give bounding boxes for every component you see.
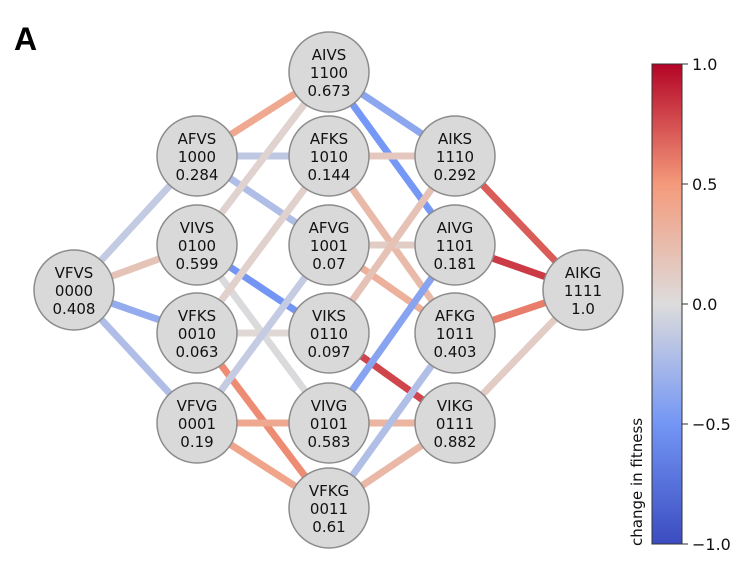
node-fitness-label: 0.583 <box>308 433 351 451</box>
node-circle <box>33 249 115 331</box>
node-layer: AIVS11000.673AFVS10000.284AFKS10100.144A… <box>33 31 624 549</box>
node-code-label: 1001 <box>310 237 348 255</box>
node-circle <box>156 115 238 197</box>
node-circle <box>414 382 496 464</box>
node-name-label: AIKS <box>438 130 472 148</box>
node-circle <box>156 204 238 286</box>
node-circle <box>156 292 238 374</box>
colorbar-tick-label: 0.0 <box>692 295 717 314</box>
node-name-label: VIKG <box>437 397 473 415</box>
colorbar-tick-label: 0.5 <box>692 175 717 194</box>
node-fitness-label: 1.0 <box>571 300 595 318</box>
node-code-label: 0110 <box>310 325 348 343</box>
node-code-label: 1100 <box>310 64 348 82</box>
node-code-label: 0101 <box>310 415 348 433</box>
node-circle <box>156 382 238 464</box>
node-fitness-label: 0.292 <box>434 166 477 184</box>
node-code-label: 1011 <box>436 325 474 343</box>
node-code-label: 1000 <box>178 148 216 166</box>
node-fitness-label: 0.61 <box>312 518 345 536</box>
node-circle <box>288 292 370 374</box>
node-fitness-label: 0.403 <box>434 343 477 361</box>
node-name-label: AFKG <box>435 307 475 325</box>
node-name-label: AFVS <box>178 130 217 148</box>
node-name-label: VFKG <box>309 482 349 500</box>
node-circle <box>288 115 370 197</box>
colorbar-tick-label: −1.0 <box>692 535 731 554</box>
node-code-label: 1110 <box>436 148 474 166</box>
node-code-label: 1010 <box>310 148 348 166</box>
node-code-label: 0011 <box>310 500 348 518</box>
node-circle <box>288 204 370 286</box>
node-fitness-label: 0.144 <box>308 166 351 184</box>
node-code-label: 0000 <box>55 282 93 300</box>
node-code-label: 0111 <box>436 415 474 433</box>
node-circle <box>414 204 496 286</box>
node-fitness-label: 0.097 <box>308 343 351 361</box>
node-name-label: AFKS <box>310 130 348 148</box>
node-name-label: VFVS <box>55 264 94 282</box>
node-name-label: VIVG <box>311 397 348 415</box>
colorbar-tick-label: 1.0 <box>692 55 717 74</box>
node-name-label: AIVS <box>312 46 346 64</box>
node-name-label: VIVS <box>180 219 214 237</box>
node-code-label: 0010 <box>178 325 216 343</box>
node-fitness-label: 0.408 <box>53 300 96 318</box>
node-fitness-label: 0.063 <box>176 343 219 361</box>
colorbar-label: change in fitness <box>628 418 646 546</box>
colorbar-tick-label: −0.5 <box>692 415 731 434</box>
node-fitness-label: 0.19 <box>180 433 213 451</box>
node-code-label: 0100 <box>178 237 216 255</box>
colorbar: 1.0 0.5 0.0 −0.5 −1.0 change in fitness <box>628 55 731 554</box>
node-name-label: VFKS <box>178 307 216 325</box>
node-fitness-label: 0.882 <box>434 433 477 451</box>
node-fitness-label: 0.284 <box>176 166 219 184</box>
node-circle <box>414 292 496 374</box>
node-circle <box>288 467 370 549</box>
node-name-label: AIKG <box>565 264 601 282</box>
colorbar-gradient <box>651 63 683 545</box>
node-code-label: 0001 <box>178 415 216 433</box>
node-code-label: 1111 <box>564 282 602 300</box>
node-circle <box>288 382 370 464</box>
panel-label: A <box>14 21 37 57</box>
node-fitness-label: 0.599 <box>176 255 219 273</box>
node-code-label: 1101 <box>436 237 474 255</box>
node-name-label: AIVG <box>437 219 474 237</box>
node-circle <box>288 31 370 113</box>
node-name-label: VIKS <box>312 307 346 325</box>
node-fitness-label: 0.181 <box>434 255 477 273</box>
node-circle <box>414 115 496 197</box>
node-name-label: AFVG <box>309 219 350 237</box>
node-name-label: VFVG <box>177 397 218 415</box>
colorbar-ticks: 1.0 0.5 0.0 −0.5 −1.0 <box>682 55 731 554</box>
node-circle <box>542 249 624 331</box>
node-fitness-label: 0.673 <box>308 82 351 100</box>
node-fitness-label: 0.07 <box>312 255 345 273</box>
